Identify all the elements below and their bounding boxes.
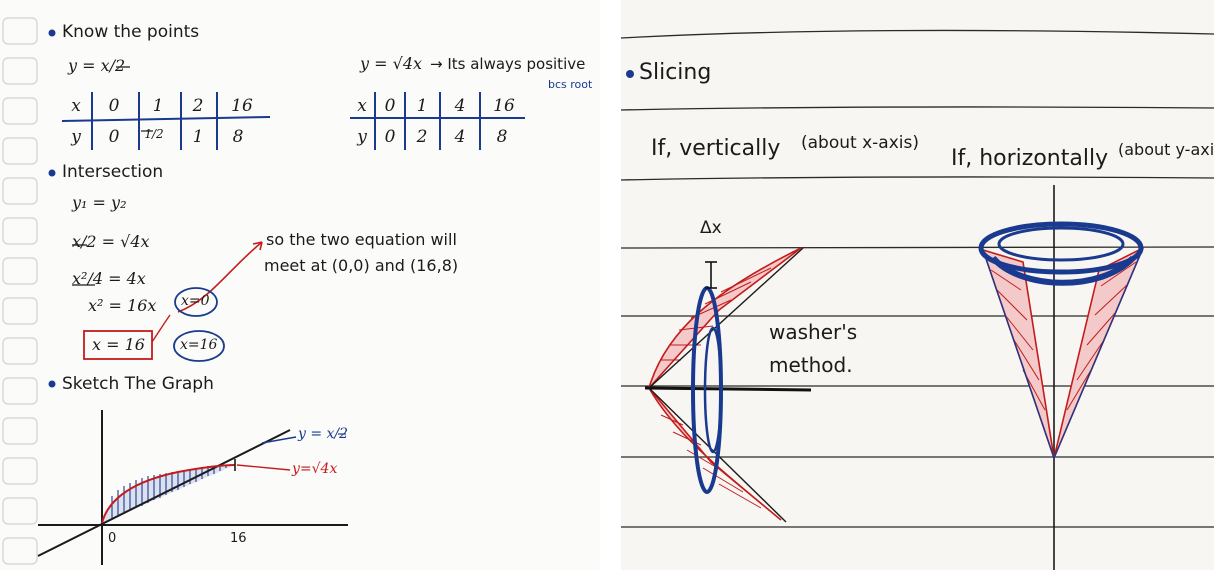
slicing-heading: Slicing: [639, 60, 712, 85]
table1-y-cell: 1/2: [144, 127, 164, 141]
delta-x-label: Δx: [700, 218, 722, 238]
case-vertical-paren: (about x-axis): [801, 133, 919, 153]
bullet-1: [48, 29, 56, 37]
graph-line-label-line: [261, 436, 297, 444]
conclusion-line-1: so the two equation will: [266, 230, 457, 249]
graph: [37, 410, 348, 565]
left-page-drawing: [2, 17, 525, 565]
table1-y-cell: 1: [192, 127, 204, 147]
step-connector: [151, 314, 171, 343]
vertical-slicing-figure: [644, 247, 812, 523]
page-gap: [600, 0, 621, 570]
table1-y-cell: 0: [108, 127, 120, 147]
conclusion-arrowhead: [252, 241, 263, 251]
left-notebook-page: Know the points Intersection Sketch The …: [0, 0, 600, 570]
bullet-slicing: [626, 70, 634, 78]
upper-line: [648, 247, 804, 389]
case-horizontal: If, horizontally: [951, 146, 1109, 171]
cone-rim-inner: [997, 226, 1125, 262]
table2-grid: [350, 92, 525, 150]
table2-y-label: y: [357, 127, 367, 147]
graph-shaded-region: [102, 465, 235, 523]
table2-x-label: x: [357, 96, 367, 116]
table2-x-cell: 0: [384, 96, 396, 116]
heading-know-points: Know the points: [62, 22, 200, 42]
sqrt-note-reason: bcs root: [548, 78, 593, 91]
heading-intersection: Intersection: [62, 162, 164, 182]
intersection-step: y₁ = y₂: [72, 193, 127, 212]
table2-y-cell: 0: [384, 127, 396, 147]
table1-x-label: x: [71, 96, 81, 116]
right-page-drawing: [621, 29, 1214, 570]
intersection-step: x² = 16x: [88, 296, 157, 315]
table1-x-cell: 0: [108, 96, 120, 116]
graph-curve-label: y=√4x: [292, 461, 338, 477]
equation-sqrt: y = √4x: [360, 54, 423, 73]
conclusion-line-2: meet at (0,0) and (16,8): [264, 256, 459, 275]
circled-x16: x=16: [180, 337, 218, 353]
table1-y-label: y: [71, 127, 81, 147]
right-notebook-page: Slicing If, vertically (about x-axis) If…: [621, 0, 1214, 570]
conclusion-arrow: [177, 241, 263, 313]
table1-x-cell: 1: [152, 96, 164, 116]
table2-y-cell: 2: [416, 127, 428, 147]
intersection-step: x/2 = √4x: [72, 232, 150, 251]
cone-rim-outer: [978, 221, 1144, 275]
table2-x-cell: 1: [416, 96, 428, 116]
sqrt-note: → Its always positive: [430, 55, 586, 73]
circle-x0: [174, 287, 218, 317]
x-axis-thick: [644, 386, 812, 392]
cone-left-edge: [982, 249, 1055, 459]
case-vertical: If, vertically: [651, 136, 781, 161]
graph-line-label: y = x/2: [298, 426, 349, 442]
case-horizontal-paren: (about y-axis): [1118, 140, 1214, 159]
graph-curve-label-line: [236, 464, 291, 471]
table1-y-cell: 8: [232, 127, 244, 147]
table1-grid: [61, 92, 271, 150]
table2-y-cell: 4: [454, 127, 466, 147]
lower-red-region: [648, 387, 782, 521]
horizontal-slicing-figure: [978, 185, 1145, 570]
upper-red-region: [648, 247, 802, 389]
graph-tick-label-16: 16: [230, 531, 247, 546]
notebook-rings: [2, 17, 38, 565]
intersection-step: x = 16: [92, 335, 145, 354]
washer-inner: [703, 326, 723, 454]
heading-sketch-graph: Sketch The Graph: [62, 374, 214, 394]
table2-x-cell: 16: [493, 96, 515, 116]
cone-band: [990, 255, 1136, 286]
table1-x-cell: 16: [231, 96, 253, 116]
graph-line-y-x-over-2: [37, 429, 291, 557]
bullet-3: [48, 380, 56, 388]
table2-x-cell: 4: [454, 96, 466, 116]
circled-x0: x=0: [181, 293, 210, 309]
equation-line: y = x/2: [68, 56, 126, 75]
circle-x16: [173, 330, 225, 362]
cone-right-edge: [1053, 247, 1144, 459]
bullet-2: [48, 169, 56, 177]
method-line-1: washer's: [769, 320, 858, 344]
table1-x-cell: 2: [192, 96, 204, 116]
graph-tick-label-0: 0: [108, 531, 117, 546]
table2-y-cell: 8: [496, 127, 508, 147]
answer-box: [83, 330, 153, 360]
graph-curve-sqrt: [101, 464, 236, 524]
intersection-step: x²/4 = 4x: [72, 269, 146, 288]
method-line-2: method.: [769, 353, 853, 377]
